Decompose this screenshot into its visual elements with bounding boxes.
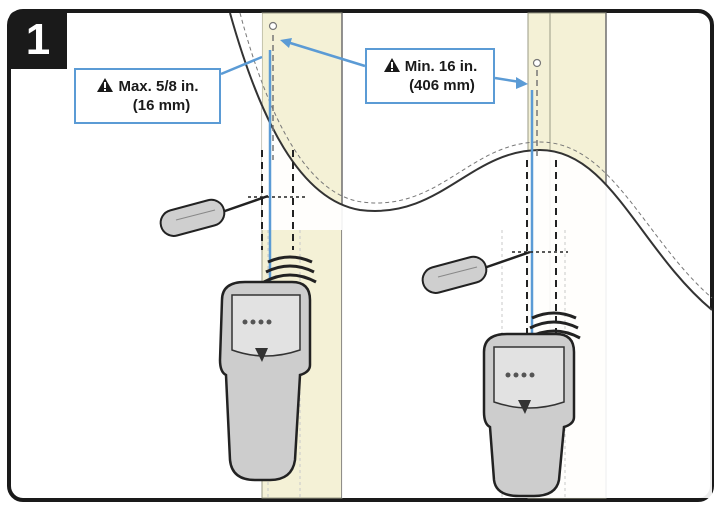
drywall-cut-edge — [229, 12, 713, 311]
warning-triangle-icon — [383, 58, 400, 72]
max-depth-line1: Max. 5/8 in. — [76, 77, 219, 96]
mounting-hole-right — [532, 58, 542, 68]
drywall-cut-edge-inner — [239, 12, 713, 299]
max-depth-callout: Max. 5/8 in. (16 mm) — [74, 68, 221, 124]
max-depth-text: Max. 5/8 in. — [118, 78, 199, 95]
step-number-badge: 1 — [9, 11, 67, 69]
min-spacing-text: Min. 16 in. — [404, 58, 478, 75]
warning-triangle-icon — [97, 78, 114, 92]
min-spacing-line1: Min. 16 in. — [367, 57, 493, 76]
max-depth-metric: (16 mm) — [132, 97, 191, 114]
stud-finder-icon — [482, 332, 576, 498]
signal-waves-icon — [263, 255, 317, 284]
min-spacing-metric: (406 mm) — [409, 77, 475, 94]
mounting-hole-left — [268, 21, 278, 31]
screwdriver-icon — [159, 194, 269, 237]
drywall-front — [230, 13, 712, 498]
screwdriver-icon — [421, 250, 531, 294]
stud-finder-icon — [218, 280, 312, 482]
min-spacing-callout: Min. 16 in. (406 mm) — [365, 48, 495, 104]
